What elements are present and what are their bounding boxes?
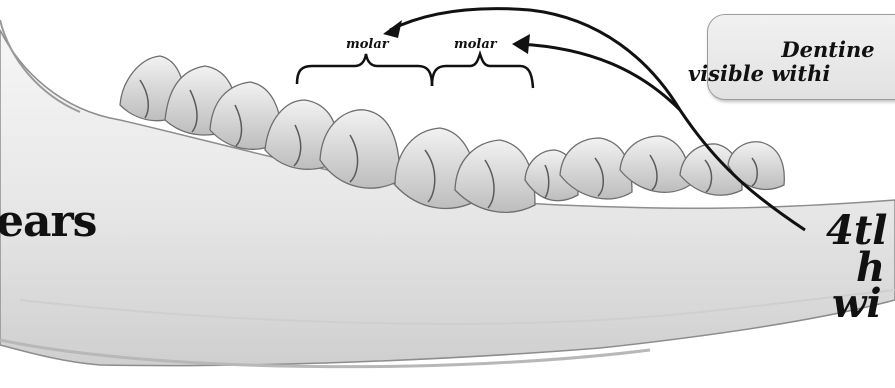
right-label-line-3: wi xyxy=(832,280,882,327)
molar-label-left: molar xyxy=(346,37,390,52)
callout-line-2: visible withi xyxy=(688,61,895,86)
molar-brace-right xyxy=(432,54,533,88)
dentine-callout: Dentine visible withi xyxy=(707,14,895,100)
callout-line-1: Dentine xyxy=(708,37,895,62)
molar-label-right: molar xyxy=(454,37,498,52)
molar-brace-left xyxy=(297,54,432,86)
side-label: ears xyxy=(0,196,96,247)
